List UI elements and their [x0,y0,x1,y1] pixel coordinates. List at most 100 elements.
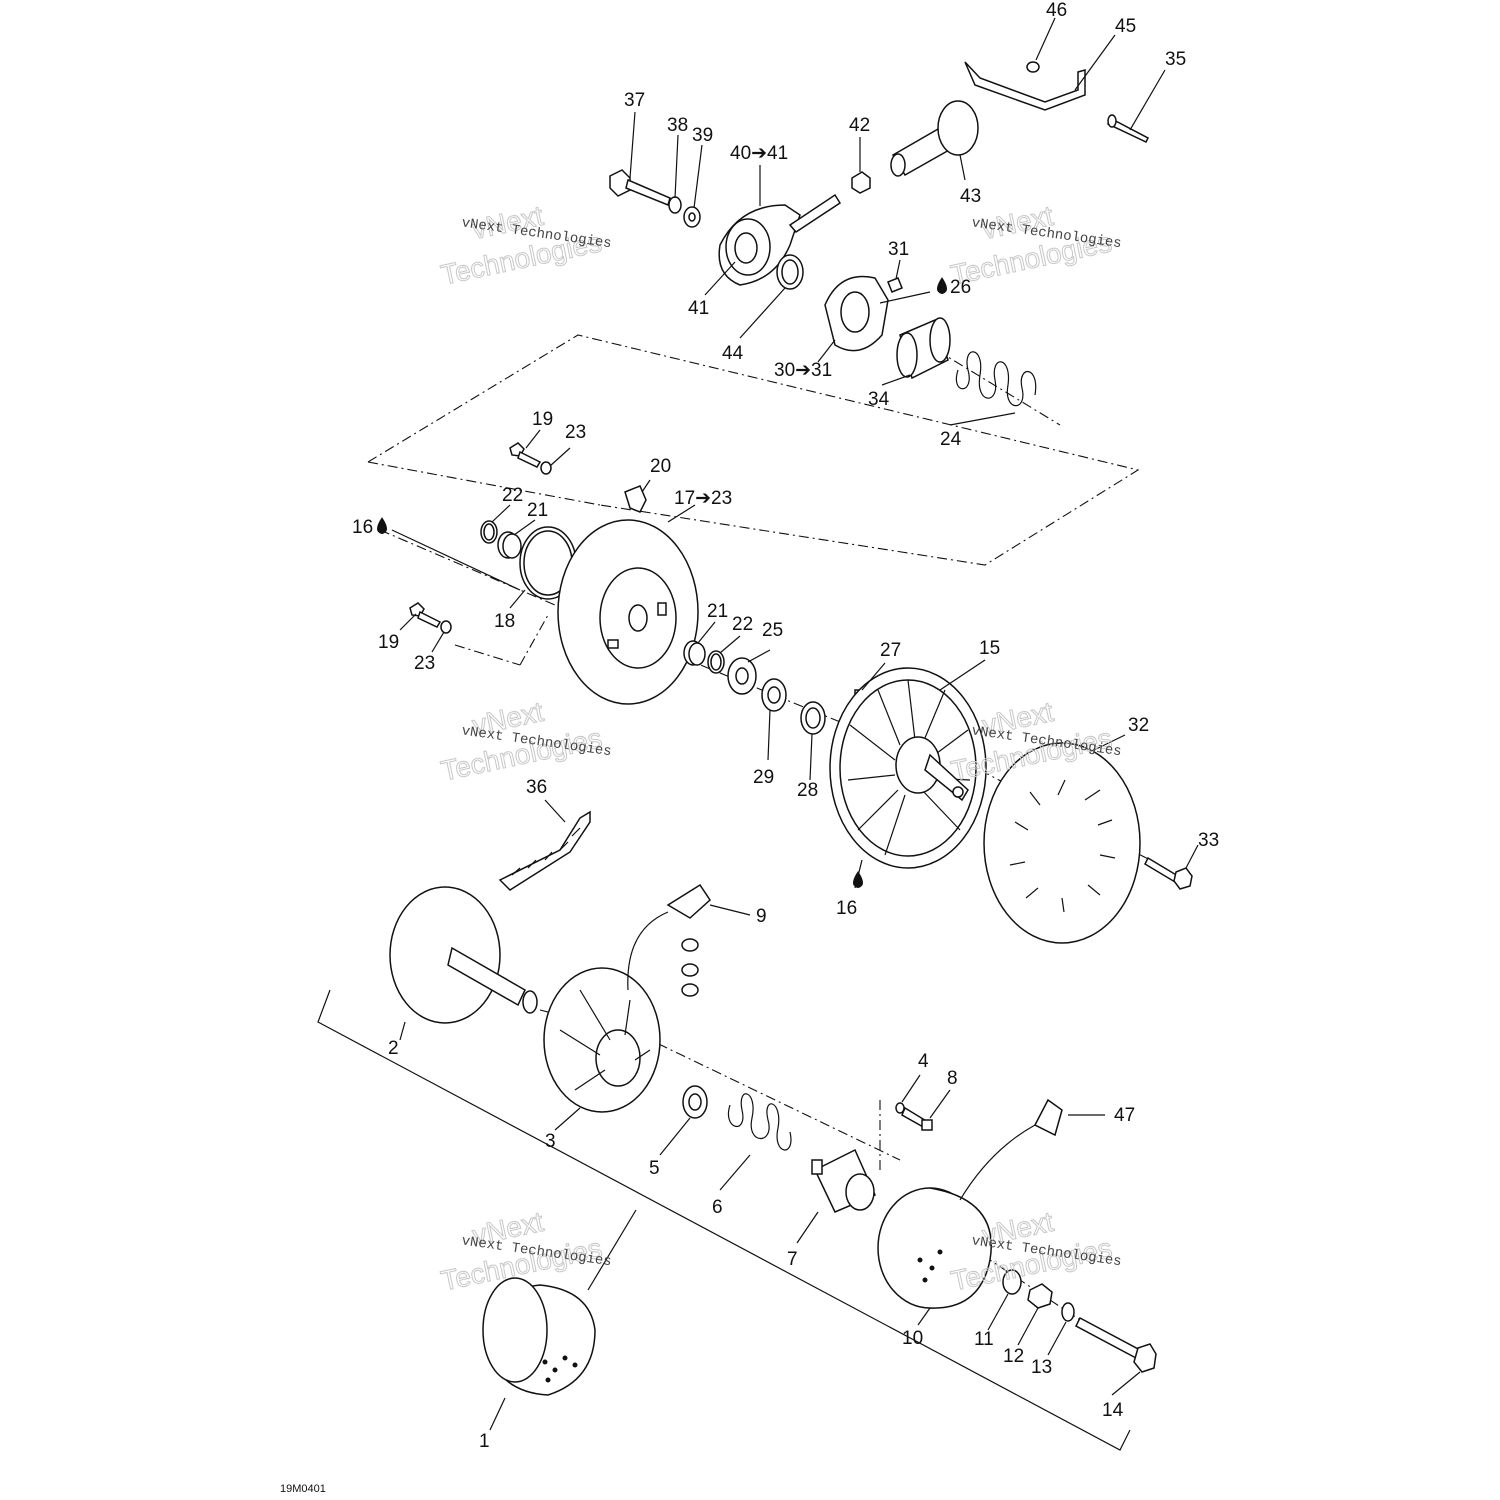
part-28-washer [800,701,826,735]
part-7-cam [811,1148,876,1213]
callout-18: 18 [494,611,515,632]
callout-39: 39 [692,125,713,146]
part-23-washer-bottom [440,620,452,634]
callout-23-top: 23 [565,422,586,443]
callout-1: 1 [479,1431,490,1452]
part-22-ring-lower [707,650,725,674]
part-1-cover [482,1277,596,1396]
part-21-bushing-lower [683,640,706,666]
callout-9: 9 [756,906,767,927]
callout-44: 44 [722,343,744,364]
part-9-roller [666,883,711,997]
part-45-bracket [964,61,1086,111]
part-44-ring [776,254,804,290]
part-2-fixed-sheave [389,886,538,1024]
callout-labels: 46 45 35 37 38 39 40➔41 42 43 31 26 41 4… [352,0,1219,1452]
callout-5: 5 [649,1158,660,1179]
part-39-washer [683,206,701,228]
callout-46: 46 [1046,0,1067,21]
part-17-sheave [557,519,699,705]
part-33-bolt [1144,856,1193,890]
part-31-slider [887,277,903,293]
callout-22-bottom: 22 [732,614,753,635]
part-21-bushing [497,531,522,559]
callout-36: 36 [526,777,547,798]
part-20-block [624,485,647,513]
callout-13: 13 [1031,1357,1052,1378]
part-47-clip [1033,1098,1063,1137]
part-38-washer [668,196,682,214]
callout-41: 41 [688,298,709,319]
callout-17-23: 17➔23 [674,488,732,509]
part-30-cam [824,275,889,352]
callout-43: 43 [960,186,981,207]
callout-10: 10 [902,1328,923,1349]
callout-20: 20 [650,456,671,477]
callout-40-41: 40➔41 [730,143,788,164]
callout-34: 34 [868,389,890,410]
part-11-washer [1002,1269,1022,1295]
callout-14: 14 [1102,1400,1124,1421]
part-32-plate [983,742,1141,944]
oil-drop-icon [377,517,387,534]
part-35-pin [1107,114,1149,143]
part-42-nut [851,171,871,194]
callout-8: 8 [947,1068,958,1089]
callout-35: 35 [1165,49,1186,70]
callout-23-bottom: 23 [414,653,435,674]
part-22-ring [480,520,498,544]
leader-lines [391,17,1199,1431]
part-19-screw-bottom [409,602,442,628]
callout-4: 4 [918,1051,929,1072]
callout-6: 6 [712,1197,723,1218]
callout-7: 7 [787,1249,798,1270]
part-24-spring [955,351,1037,407]
callout-25: 25 [762,620,783,641]
callout-21-top: 21 [527,500,548,521]
part-37-bolt [609,169,671,207]
callout-16-top: 16 [352,517,373,538]
diagram-code: 19M0401 [280,1483,326,1495]
part-8-screw [901,1106,933,1131]
callout-31: 31 [888,239,909,260]
part-3-movable-sheave [543,967,661,1113]
oil-drop-icon [937,277,947,294]
callout-47: 47 [1114,1105,1135,1126]
callout-29: 29 [753,767,774,788]
callout-30-31: 30➔31 [774,360,832,381]
callout-3: 3 [545,1131,556,1152]
part-29-washer [761,678,787,712]
callout-12: 12 [1003,1346,1024,1367]
callout-45: 45 [1115,16,1136,37]
part-34-sleeve [896,317,951,380]
part-10-cover [877,1187,992,1309]
callout-19-bottom: 19 [378,632,399,653]
part-19-screw-top [509,442,542,468]
callout-24: 24 [940,429,962,450]
part-13-washer [1061,1302,1075,1322]
part-5-washer [682,1085,708,1119]
callout-16-bottom: 16 [836,898,857,919]
part-4-washer [895,1102,905,1114]
part-14-bolt [1075,1316,1157,1373]
callout-27: 27 [880,640,901,661]
callout-21-bottom: 21 [707,601,728,622]
callout-2: 2 [388,1038,399,1059]
part-15-sheave [829,667,987,869]
part-40-housing [718,193,842,286]
callout-28: 28 [797,780,818,801]
part-46-washer [1026,61,1040,73]
callout-22-top: 22 [502,485,523,506]
part-43-shaft [890,100,979,177]
callout-19-top: 19 [532,409,553,430]
part-6-spring [727,1093,792,1151]
callout-26: 26 [950,277,971,298]
callout-42: 42 [849,115,870,136]
part-36-belt [498,810,591,891]
part-25-washer [727,657,757,695]
callout-38: 38 [667,115,688,136]
part-23-washer-top [540,461,552,475]
callout-11: 11 [974,1329,994,1350]
